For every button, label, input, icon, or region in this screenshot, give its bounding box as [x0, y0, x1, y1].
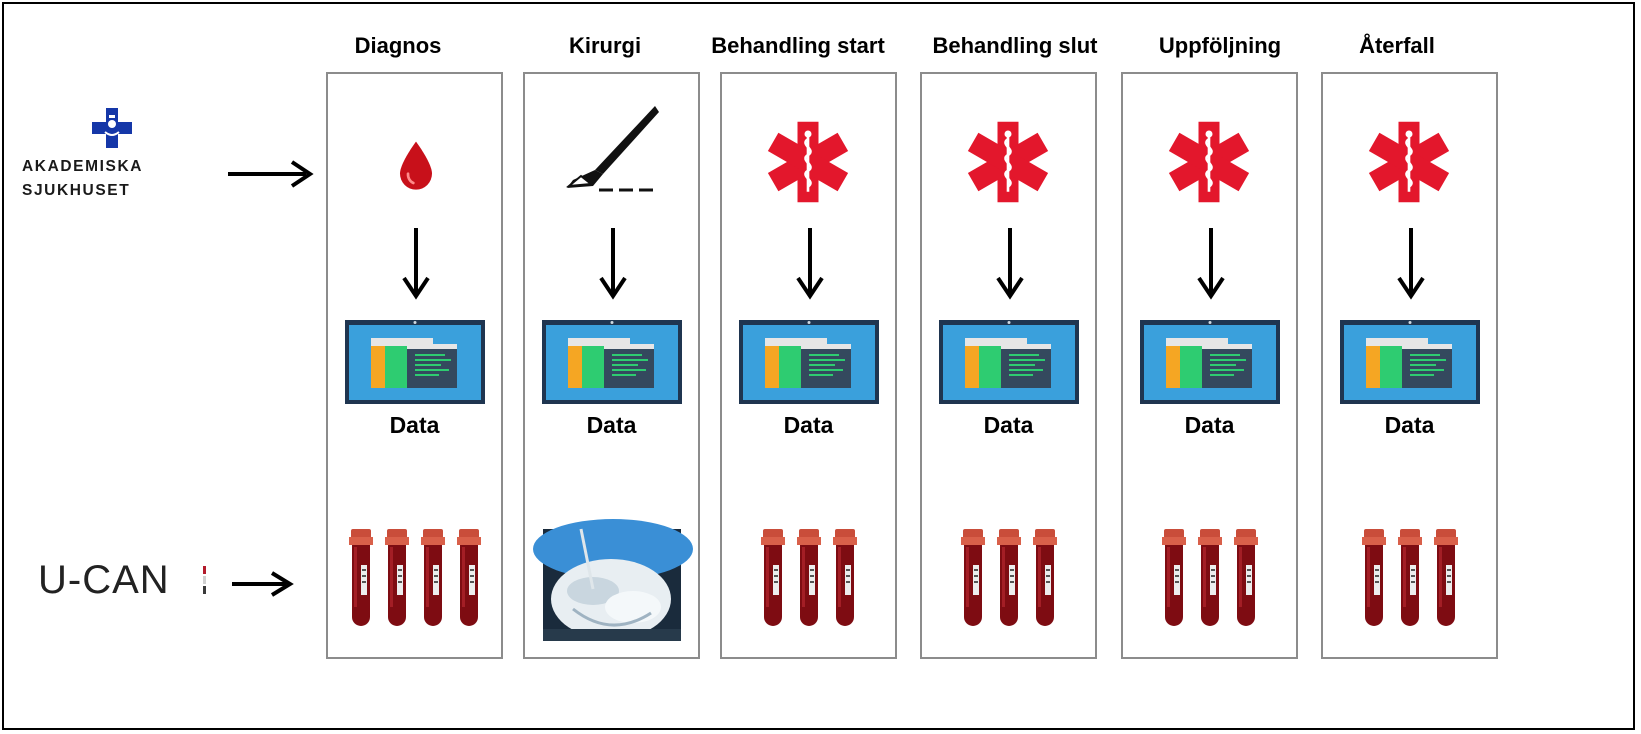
- u-can-stripes: [203, 566, 206, 594]
- star-of-life-icon: [1368, 121, 1450, 203]
- stage-column: Data: [1121, 72, 1298, 659]
- hospital-name-line2: SJUKHUSET: [22, 182, 131, 199]
- stage-header: Diagnos: [354, 33, 442, 58]
- stage-column: Data: [1321, 72, 1498, 659]
- arrow-down-icon: [1397, 228, 1425, 300]
- data-label: Data: [389, 412, 440, 438]
- stage-header: Kirurgi: [568, 33, 642, 58]
- stage-column: Data: [920, 72, 1097, 659]
- computer-monitor-icon: [1340, 320, 1480, 404]
- data-label: Data: [983, 412, 1034, 438]
- stage-column: Data: [720, 72, 897, 659]
- computer-monitor-icon: [345, 320, 485, 404]
- stage-header: Uppföljning: [1158, 33, 1282, 58]
- data-label: Data: [1384, 412, 1435, 438]
- u-can-logo: U-CAN: [38, 560, 170, 600]
- computer-monitor-icon: [939, 320, 1079, 404]
- arrow-right-icon: [228, 160, 314, 188]
- star-of-life-icon: [1168, 121, 1250, 203]
- stage-header: Behandling start: [711, 33, 885, 58]
- blood-tubes-icon: [349, 529, 481, 626]
- arrow-down-icon: [402, 228, 430, 300]
- computer-monitor-icon: [542, 320, 682, 404]
- blood-tubes-icon: [1162, 529, 1258, 626]
- hospital-logo: AKADEMISKA SJUKHUSET: [22, 108, 202, 208]
- blood-tubes-icon: [961, 529, 1057, 626]
- blood-tubes-icon: [1362, 529, 1458, 626]
- data-label: Data: [586, 412, 637, 438]
- computer-monitor-icon: [1140, 320, 1280, 404]
- hospital-cross-icon: [92, 108, 132, 148]
- frozen-tissue-photo: [533, 519, 693, 641]
- stage-header: Behandling slut: [932, 33, 1098, 58]
- arrow-down-icon: [796, 228, 824, 300]
- data-label: Data: [783, 412, 834, 438]
- blood-tubes-icon: [761, 529, 857, 626]
- data-label: Data: [1184, 412, 1235, 438]
- scalpel-icon: [565, 106, 659, 192]
- arrow-down-icon: [599, 228, 627, 300]
- blood-drop-icon: [400, 141, 432, 190]
- arrow-right-icon: [232, 571, 294, 597]
- stage-header: Återfall: [1359, 33, 1435, 58]
- stage-column: Data: [326, 72, 503, 659]
- u-can-name: U-CAN: [38, 558, 170, 602]
- stage-column: Data: [523, 72, 700, 659]
- computer-monitor-icon: [739, 320, 879, 404]
- star-of-life-icon: [767, 121, 849, 203]
- star-of-life-icon: [967, 121, 1049, 203]
- arrow-down-icon: [996, 228, 1024, 300]
- hospital-name-line1: AKADEMISKA: [22, 158, 144, 175]
- arrow-down-icon: [1197, 228, 1225, 300]
